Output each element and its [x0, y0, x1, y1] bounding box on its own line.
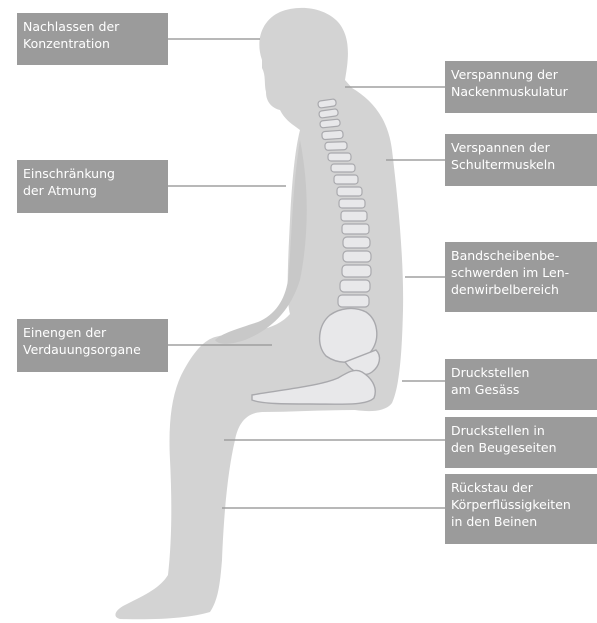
label-knee-pressure: Druckstellen in den Beugeseiten — [445, 417, 597, 468]
label-concentration: Nachlassen der Konzentration — [17, 13, 168, 65]
label-digestion: Einengen der Verdauungsorgane — [17, 319, 168, 372]
label-disc-problems: Bandscheibenbe- schwerden im Len- denwir… — [445, 242, 597, 312]
label-neck-tension: Verspannung der Nackenmuskulatur — [445, 61, 597, 113]
label-shoulder-tension: Verspannen der Schultermuskeln — [445, 134, 597, 186]
label-breathing: Einschränkung der Atmung — [17, 160, 168, 213]
label-buttock-pressure: Druckstellen am Gesäss — [445, 359, 597, 410]
label-fluid-retention: Rückstau der Körperflüssigkeiten in den … — [445, 474, 597, 544]
